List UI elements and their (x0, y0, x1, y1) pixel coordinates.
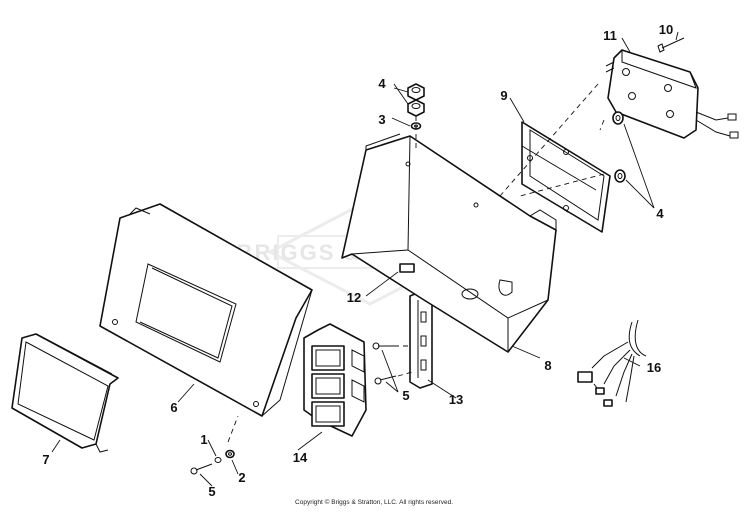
callout-8: 8 (544, 358, 551, 373)
callout-6: 6 (170, 400, 177, 415)
part-13-rail (409, 291, 433, 389)
part-4-washers (612, 111, 626, 183)
part-1-lockwasher (214, 457, 222, 463)
callout-10: 10 (659, 22, 673, 37)
callout-5-lower: 5 (208, 484, 215, 499)
callout-12: 12 (347, 290, 361, 305)
callout-9: 9 (500, 88, 507, 103)
assembly-lines (227, 83, 605, 443)
callout-11: 11 (603, 28, 617, 43)
callout-4-nuts: 4 (378, 76, 386, 91)
part-5-screw-lower (190, 463, 213, 475)
part-2-washer (225, 449, 235, 459)
callout-3: 3 (378, 112, 385, 127)
part-9-bracket (521, 121, 611, 233)
part-16-wire-harness (577, 319, 647, 407)
part-8-housing-box (341, 133, 571, 353)
callout-labels: 1 2 3 4 4 5 5 6 7 8 9 10 11 12 13 14 16 (42, 22, 673, 499)
part-6-cover-panel (99, 203, 313, 417)
part-11-display-module (605, 49, 739, 139)
part-12-tab (399, 263, 415, 273)
callout-2: 2 (238, 470, 245, 485)
part-14-switch-block (303, 323, 367, 437)
callout-13: 13 (449, 392, 463, 407)
callout-7: 7 (42, 452, 49, 467)
callout-4-washers: 4 (656, 206, 664, 221)
callout-1: 1 (200, 432, 207, 447)
part-4-nuts (407, 83, 425, 117)
callout-14: 14 (293, 450, 308, 465)
callout-16: 16 (647, 360, 661, 375)
part-10-screw (657, 37, 685, 53)
part-5-screws-upper (372, 342, 397, 385)
callout-5-upper: 5 (402, 388, 409, 403)
copyright-text: Copyright © Briggs & Stratton, LLC. All … (295, 498, 453, 506)
part-7-bezel (11, 333, 119, 453)
leader-lines (51, 31, 679, 487)
